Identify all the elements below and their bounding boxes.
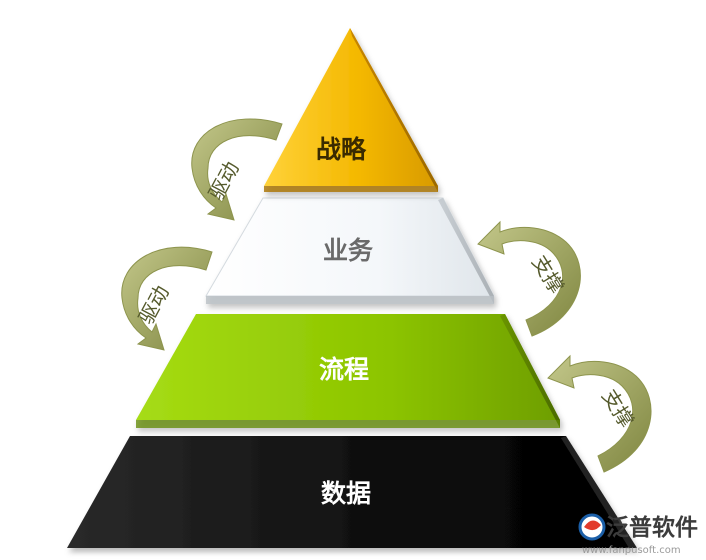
brand-logo-text: 泛普软件 bbox=[606, 514, 698, 541]
pyramid-level-data bbox=[67, 436, 637, 548]
pyramid-level-strategy bbox=[264, 28, 438, 192]
business-label: 业务 bbox=[323, 236, 373, 265]
strategy-label: 战略 bbox=[316, 135, 367, 164]
brand-logo-icon bbox=[578, 513, 606, 541]
drive-arrow-upper-label: 驱动 bbox=[204, 157, 244, 204]
pyramid-level-business bbox=[205, 197, 495, 304]
pyramid-level-flow bbox=[136, 314, 560, 428]
flow-label: 流程 bbox=[319, 355, 369, 384]
brand-logo: 泛普软件 www.fanpusoft.com bbox=[578, 513, 698, 556]
brand-logo-url: www.fanpusoft.com bbox=[582, 545, 681, 556]
data-label: 数据 bbox=[321, 479, 371, 508]
